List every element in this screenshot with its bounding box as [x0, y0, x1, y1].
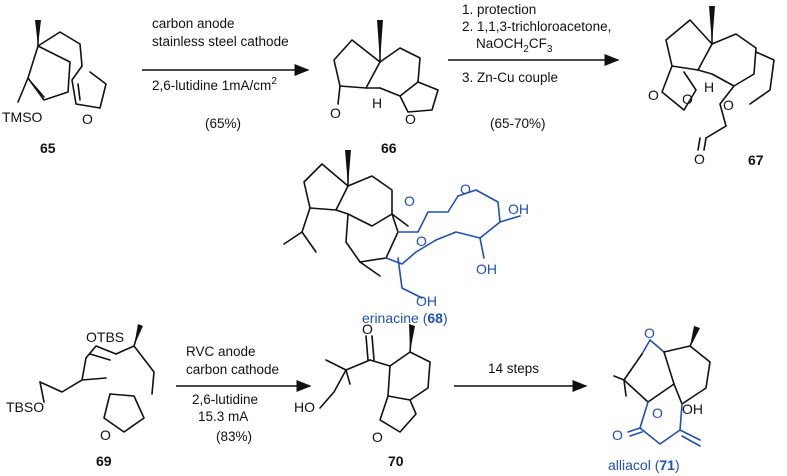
compound-65: O TMSO 65: [2, 20, 107, 156]
atom-tmso: TMSO: [2, 109, 43, 125]
atom-o-66: O: [330, 105, 341, 121]
r1-line1: carbon anode: [152, 16, 235, 31]
compound-alliacol-71: O O O OH alliacol (71): [608, 325, 711, 473]
atom-h-67: H: [704, 79, 714, 95]
r2-step3: 3. Zn-Cu couple: [462, 70, 558, 85]
atom-o-epoxide-71: O: [644, 325, 655, 341]
atom-tbso: TBSO: [6, 399, 44, 415]
r3-line1: RVC anode: [186, 344, 256, 359]
atom-o2-68: O: [416, 233, 427, 249]
label-70: 70: [388, 453, 404, 469]
compound-67: O O O O H 67: [648, 6, 775, 168]
r3-line2: carbon cathode: [186, 362, 279, 377]
atom-o-ketone-70: O: [362, 321, 373, 337]
r3-line3: 2,6-lutidine: [192, 392, 258, 407]
atom-o-ring-71: O: [652, 405, 663, 421]
atom-o-furan-70: O: [372, 429, 383, 445]
r3-line4: 15.3 mA: [198, 409, 248, 424]
atom-h-66: H: [372, 95, 382, 111]
atom-o-furan-66: O: [405, 111, 416, 127]
r4-line1: 14 steps: [488, 361, 539, 376]
r2-step2: 2. 1,1,3-trichloroacetone,: [462, 19, 611, 34]
atom-oh2-68: OH: [476, 261, 497, 277]
atom-o-ketal1-67: O: [648, 87, 659, 103]
r2-yield: (65-70%): [490, 116, 546, 131]
atom-oh1-68: OH: [508, 201, 529, 217]
label-69: 69: [96, 453, 112, 469]
label-66: 66: [381, 140, 397, 156]
caption-alliacol: alliacol (71): [608, 457, 680, 473]
atom-oh-71: OH: [682, 401, 703, 417]
r1-line3: 2,6-lutidine 1mA/cm2: [152, 76, 277, 93]
atom-ho-70: HO: [294, 399, 315, 415]
atom-o-bridge-67: O: [723, 97, 734, 113]
compound-70: O HO O 70: [294, 321, 431, 469]
label-65: 65: [40, 140, 56, 156]
atom-otbs: OTBS: [86, 329, 124, 345]
atom-o-furan-69: O: [100, 427, 111, 443]
r1-yield: (65%): [205, 116, 241, 131]
caption-erinacine: erinacine (68): [362, 310, 448, 326]
label-67: 67: [748, 152, 764, 168]
compound-66: O H O 66: [330, 20, 439, 156]
atom-o1-68: O: [404, 193, 415, 209]
atom-o-ketal2-67: O: [682, 91, 693, 107]
atom-oh3-68: OH: [416, 293, 437, 309]
atom-o-pyran-68: O: [460, 181, 471, 197]
r1-line2: stainless steel cathode: [152, 34, 289, 49]
atom-o-lactone-71: O: [612, 427, 623, 443]
atom-o-ketone-67: O: [694, 151, 705, 167]
compound-69: OTBS TBSO O 69: [6, 324, 155, 469]
r3-yield: (83%): [216, 429, 252, 444]
compound-erinacine-68: O O O OH OH OH erinacine (68): [283, 150, 529, 326]
atom-o: O: [82, 111, 93, 127]
r2-step1: 1. protection: [462, 2, 536, 17]
r2-step2b: NaOCH2CF3: [476, 36, 553, 55]
